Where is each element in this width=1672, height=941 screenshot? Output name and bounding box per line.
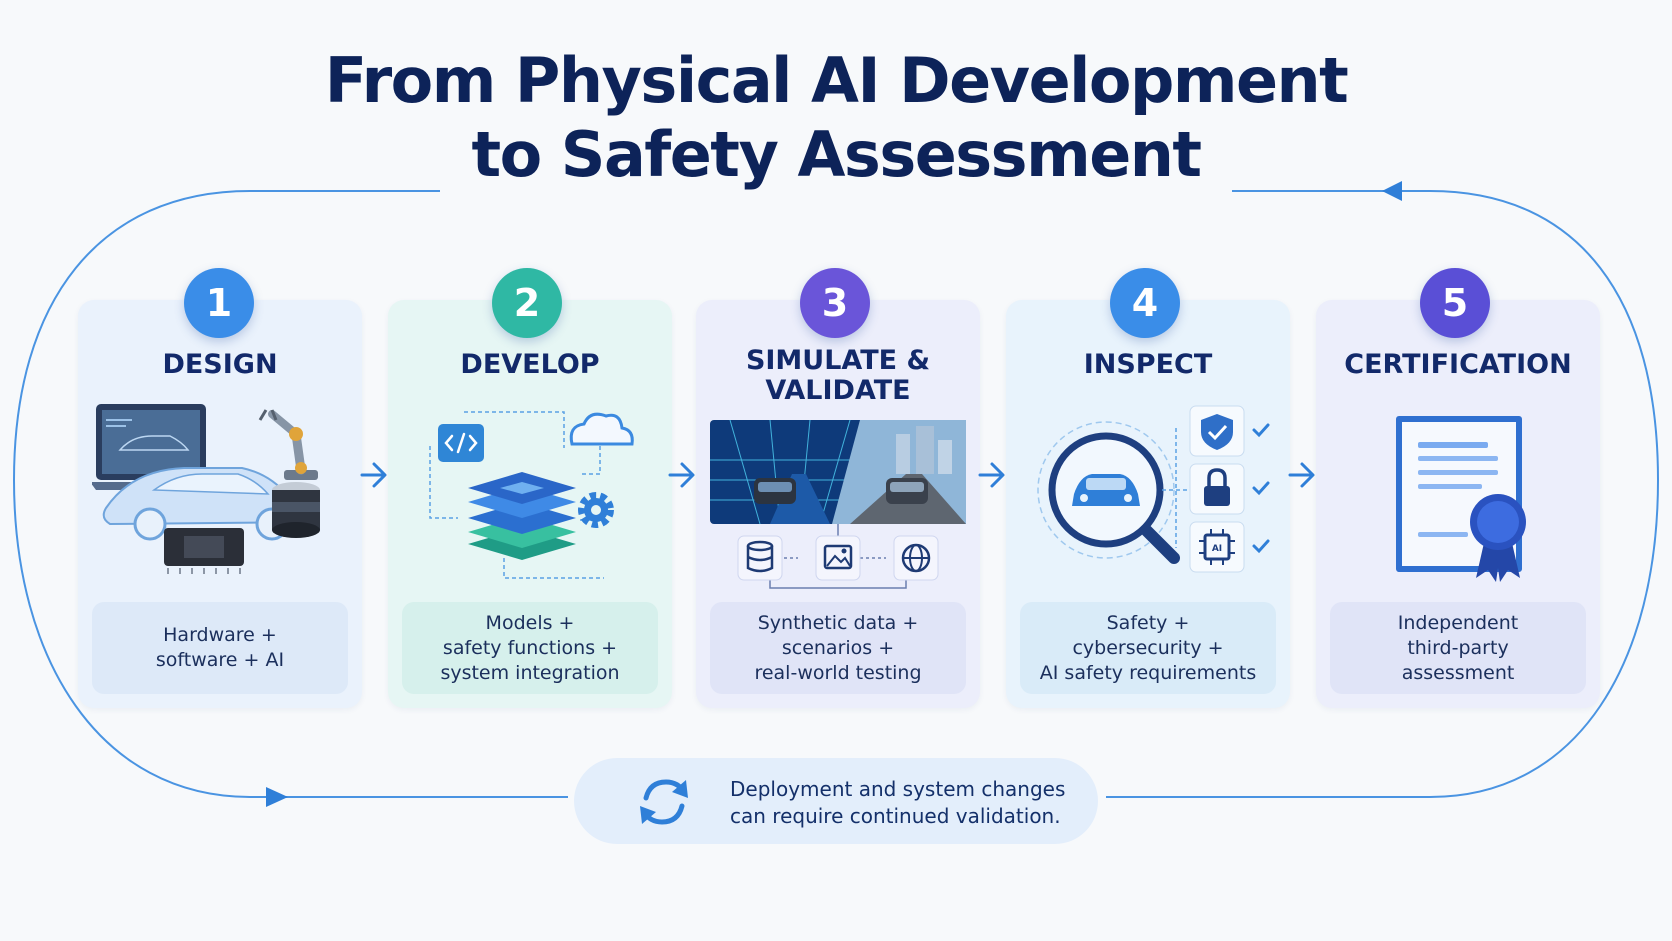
title-line-2: to Safety Assessment [471, 118, 1202, 191]
design-illustration [92, 404, 320, 574]
page-title: From Physical AI Development to Safety A… [0, 44, 1672, 192]
desc-line: system integration [440, 661, 620, 684]
desc-line: assessment [1401, 661, 1515, 684]
desc-line: scenarios + [781, 636, 895, 659]
desc-line: AI safety requirements [1039, 661, 1257, 684]
certification-illustration [1396, 416, 1526, 582]
continued-validation-note: Deployment and system changes can requir… [574, 758, 1098, 844]
chevron-right-icon [360, 462, 387, 488]
checkmark-icon [1252, 423, 1270, 554]
desc-line: Models + [485, 611, 575, 634]
chevron-right-icon [668, 462, 695, 488]
title-line-1: From Physical AI Development [324, 44, 1349, 117]
loop-arrowhead-bottom [266, 787, 288, 807]
shield-check-icon [1189, 405, 1245, 457]
chip-icon [164, 528, 244, 574]
step-description: Independent third-party assessment [1330, 602, 1586, 694]
step-description: Synthetic data + scenarios + real-world … [710, 602, 966, 694]
desc-line: Synthetic data + [757, 611, 919, 634]
step-description: Models + safety functions + system integ… [402, 602, 658, 694]
step-title-line: VALIDATE [765, 375, 911, 406]
inspect-illustration: AI [1037, 405, 1270, 573]
gear-icon [578, 492, 614, 528]
step-title-line: CERTIFICATION [1344, 349, 1572, 380]
step-title: DESIGN [78, 350, 362, 380]
step-title: DEVELOP [388, 350, 672, 380]
step-description: Safety + cybersecurity + AI safety requi… [1020, 602, 1276, 694]
desc-line: Safety + [1106, 611, 1190, 634]
develop-illustration [429, 411, 634, 579]
step-number-badge: 5 [1420, 268, 1490, 338]
ai-chip-icon: AI [1189, 521, 1245, 573]
desc-line: real-world testing [754, 661, 922, 684]
simulate-illustration [710, 420, 966, 589]
globe-icon [893, 535, 939, 581]
simulation-scene-icon [710, 420, 966, 525]
note-line: Deployment and system changes [730, 777, 1066, 801]
note-line: can require continued validation. [730, 804, 1061, 828]
step-number-badge: 4 [1110, 268, 1180, 338]
step-description: Hardware + software + AI [92, 602, 348, 694]
chevron-right-icon [1288, 462, 1315, 488]
step-number-badge: 3 [800, 268, 870, 338]
note-text: Deployment and system changes can requir… [730, 776, 1070, 830]
step-title-line: SIMULATE & [745, 345, 931, 376]
ribbon-seal-icon [1470, 494, 1526, 582]
database-icon [737, 535, 783, 581]
step-title: CERTIFICATION [1316, 350, 1600, 380]
chevron-right-icon [978, 462, 1005, 488]
svg-text:AI: AI [1212, 544, 1222, 554]
desc-line: third-party [1407, 636, 1509, 659]
image-icon [815, 535, 861, 581]
desc-line: safety functions + [442, 636, 618, 659]
step-title-line: DEVELOP [460, 349, 600, 380]
desc-line: software + AI [155, 649, 285, 671]
step-title: INSPECT [1006, 350, 1290, 380]
layers-icon [468, 472, 576, 560]
robot-arm-icon [258, 409, 318, 480]
desc-line: Hardware + [163, 624, 277, 646]
lidar-sensor-icon [272, 482, 320, 538]
desc-line: Independent [1397, 611, 1519, 634]
cloud-icon [569, 412, 634, 446]
lock-icon [1189, 463, 1245, 515]
step-title-line: DESIGN [162, 349, 278, 380]
magnifier-car-icon [1037, 421, 1180, 564]
step-number-badge: 2 [492, 268, 562, 338]
refresh-cycle-icon [640, 779, 688, 825]
step-number-badge: 1 [184, 268, 254, 338]
desc-line: cybersecurity + [1072, 636, 1224, 659]
laptop-icon [92, 404, 212, 490]
step-title-line: INSPECT [1083, 349, 1213, 380]
step-title: SIMULATE & VALIDATE [696, 346, 980, 406]
loop-arrowhead-top [1382, 181, 1402, 201]
code-icon [438, 424, 484, 462]
